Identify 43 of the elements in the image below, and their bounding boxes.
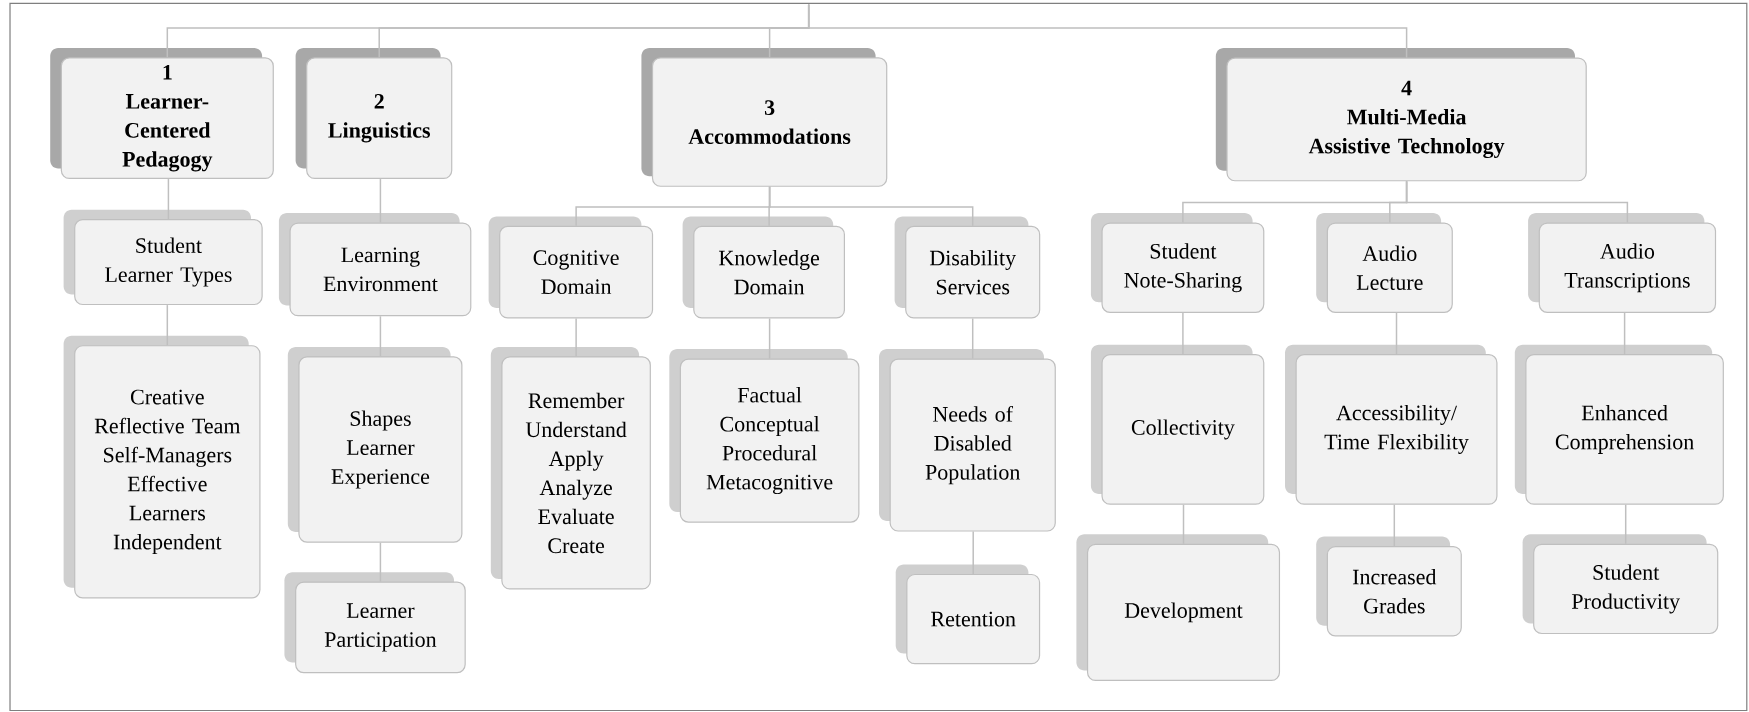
topic-box: Audio Lecture (1316, 213, 1453, 313)
category-box: 4 Multi-Media Assistive Technology (1215, 48, 1587, 182)
connector-line (575, 317, 577, 358)
topic-box: Student Productivity (1522, 534, 1719, 635)
connector-line (166, 304, 169, 346)
connector-line (379, 541, 382, 583)
topic-box: Remember Understand Apply Analyze Evaluate Create (490, 346, 651, 590)
topic-box: Student Learner Types (63, 209, 263, 306)
connector-line (1624, 504, 1627, 545)
topic-box: Disability Services (894, 216, 1041, 319)
connector-line (971, 317, 974, 360)
connector-line (972, 530, 974, 575)
category-box: 1 Learner-Centered Pedagogy (50, 48, 274, 180)
topic-box: Development (1076, 534, 1281, 682)
connector-line (768, 186, 974, 227)
topic-box: Shapes Learner Experience (287, 346, 463, 543)
topic-box: Needs of Disabled Population (879, 349, 1056, 532)
topic-box: Student Note-Sharing (1090, 213, 1265, 313)
topic-box: Retention (895, 564, 1041, 665)
topic-box: Accessibility/ Time Flexibility (1285, 344, 1498, 505)
connector-line (1395, 312, 1398, 355)
topic-box: Audio Transcriptions (1528, 213, 1717, 313)
connector-line (379, 178, 382, 224)
topic-box: Factual Conceptual Procedural Metacognitive (669, 349, 860, 523)
topic-box: Collectivity (1090, 344, 1265, 505)
connector-line (379, 315, 382, 358)
connector-line (1405, 180, 1629, 224)
connector-line (1182, 312, 1184, 355)
topic-box: Increased Grades (1316, 536, 1462, 637)
category-box: 3 Accommodations (641, 48, 888, 187)
topic-box: Knowledge Domain (682, 216, 845, 319)
topic-box: Cognitive Domain (488, 216, 654, 319)
connector-line (768, 317, 771, 360)
connector-line (1393, 504, 1396, 547)
topic-box: Enhanced Comprehension (1514, 344, 1724, 505)
topic-box: Learner Participation (284, 572, 466, 674)
topic-box: Learning Environment (278, 213, 472, 317)
topic-box: Creative Reflective Team Self-Managers Effective Learners Independent (63, 335, 261, 599)
category-box: 2 Linguistics (295, 48, 453, 180)
connector-line (167, 178, 170, 220)
connector-line (1182, 504, 1185, 545)
connector-line (807, 3, 1408, 59)
connector-line (1623, 312, 1626, 355)
